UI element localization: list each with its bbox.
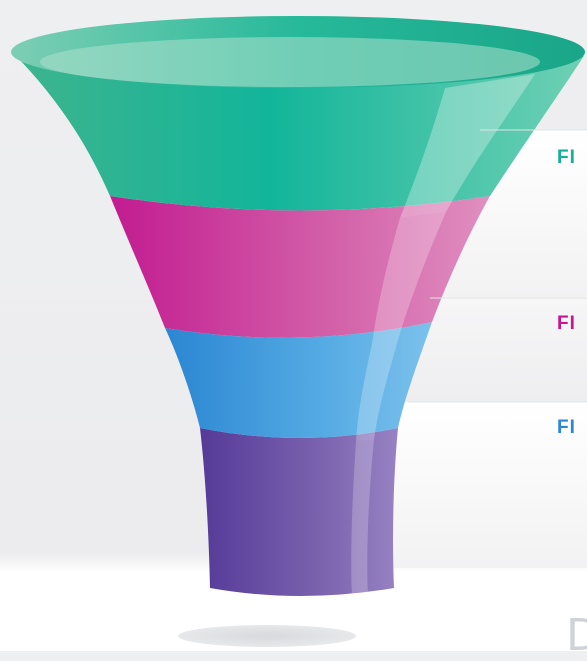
corner-letter: D <box>566 614 587 658</box>
stage-label-3: FI <box>557 417 576 439</box>
stage-label-2: FI <box>557 313 576 335</box>
stage-label-1: FI <box>557 147 576 169</box>
funnel-shadow <box>178 625 356 647</box>
